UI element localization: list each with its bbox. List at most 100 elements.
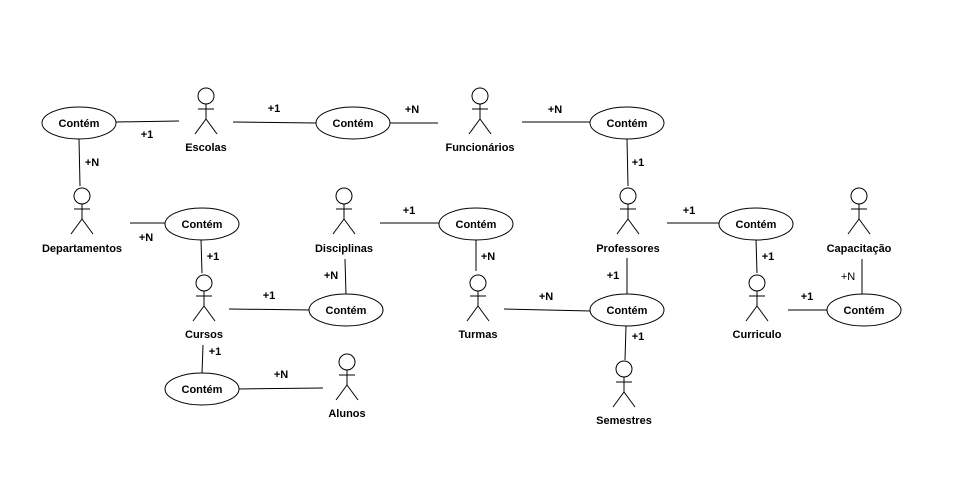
multiplicity-label: +1 (632, 157, 645, 169)
use-case-label: Contém (326, 305, 367, 317)
actor-label: Disciplinas (315, 243, 373, 255)
actor-label: Professores (596, 243, 660, 255)
actor-label: Funcionários (445, 142, 514, 154)
multiplicity-label: +1 (762, 251, 775, 263)
use-case-ellipse (164, 207, 240, 241)
use-case-ellipse (826, 293, 902, 327)
use-case-label: Contém (456, 219, 497, 231)
use-case-ellipse (308, 293, 384, 327)
use-case-ellipse (438, 207, 514, 241)
use-case-label: Contém (59, 118, 100, 130)
connector-line (232, 121, 317, 124)
use-case-label: Contém (182, 219, 223, 231)
use-case-contem[interactable]: Contém (438, 207, 514, 241)
actor-stick-figure-icon (194, 87, 218, 135)
use-case-contem[interactable]: Contém (826, 293, 902, 327)
connector-line (624, 325, 627, 361)
multiplicity-label: +1 (683, 205, 696, 217)
use-case-ellipse (589, 106, 665, 140)
actor-alunos[interactable]: Alunos (328, 353, 366, 420)
multiplicity-label: +N (324, 270, 338, 282)
use-case-contem[interactable]: Contém (164, 372, 240, 406)
use-case-label: Contém (844, 305, 885, 317)
actor-professores[interactable]: Professores (596, 187, 660, 255)
connector-line (344, 258, 347, 296)
multiplicity-label: +1 (607, 270, 620, 282)
use-case-label: Contém (736, 219, 777, 231)
use-case-ellipse (41, 106, 117, 140)
multiplicity-label: +N (274, 369, 288, 381)
use-case-contem[interactable]: Contém (315, 106, 391, 140)
connector-line (115, 120, 180, 123)
connector-line (237, 387, 324, 390)
connector-line (201, 344, 204, 375)
use-case-label: Contém (333, 118, 374, 130)
connector-lines (78, 120, 863, 390)
multiplicity-labels: +1 +N +1 +N +N +1 +N +1 +1 +1 +N +1 +N +1 +N +1 +N +1 +N +1… (85, 103, 855, 381)
actor-label: Turmas (459, 329, 498, 341)
actor-stick-figure-icon (616, 187, 640, 235)
actor-label: Capacitação (827, 243, 892, 255)
multiplicity-label: +1 (209, 346, 222, 358)
actor-stick-figure-icon (745, 274, 769, 322)
multiplicity-label: +1 (403, 205, 416, 217)
connector-line (228, 308, 311, 311)
use-case-label: Contém (182, 384, 223, 396)
actor-disciplinas[interactable]: Disciplinas (315, 187, 373, 255)
multiplicity-label: +N (841, 271, 855, 283)
actor-funcionarios[interactable]: Funcionários (445, 87, 515, 154)
use-case-contem[interactable]: Contém (589, 106, 665, 140)
actor-departamentos[interactable]: Departamentos (42, 187, 122, 255)
actor-stick-figure-icon (332, 187, 356, 235)
actor-label: Curriculo (733, 329, 782, 341)
multiplicity-label: +1 (263, 290, 276, 302)
connector-line (200, 238, 203, 274)
multiplicity-label: +N (548, 104, 562, 116)
actor-turmas[interactable]: Turmas (459, 274, 498, 341)
actor-label: Alunos (328, 408, 365, 420)
actor-curriculo[interactable]: Curriculo (733, 274, 782, 341)
use-case-ellipse (315, 106, 391, 140)
actor-stick-figure-icon (192, 274, 216, 322)
multiplicity-label: +N (139, 232, 153, 244)
actor-label: Semestres (596, 415, 652, 427)
actor-label: Cursos (185, 329, 223, 341)
use-case-contem[interactable]: Contém (718, 207, 794, 241)
connector-line (78, 138, 81, 187)
actor-label: Departamentos (42, 243, 122, 255)
actor-stick-figure-icon (335, 353, 359, 401)
actor-stick-figure-icon (612, 360, 636, 408)
actor-cursos[interactable]: Cursos (185, 274, 223, 341)
multiplicity-label: +N (539, 291, 553, 303)
use-case-label: Contém (607, 118, 648, 130)
actor-stick-figure-icon (847, 187, 871, 235)
use-case-label: Contém (607, 305, 648, 317)
actor-semestres[interactable]: Semestres (596, 360, 652, 427)
actor-stick-figure-icon (466, 274, 490, 322)
actor-capacitacao[interactable]: Capacitação (827, 187, 892, 255)
actor-stick-figure-icon (70, 187, 94, 235)
actor-label: Escolas (185, 142, 227, 154)
connector-line (503, 308, 592, 312)
connector-line (626, 138, 629, 187)
actor-escolas[interactable]: Escolas (185, 87, 227, 154)
actor-stick-figure-icon (468, 87, 492, 135)
multiplicity-label: +1 (801, 291, 814, 303)
multiplicity-label: +1 (141, 129, 154, 141)
use-case-contem[interactable]: Contém (308, 293, 384, 327)
multiplicity-label: +1 (268, 103, 281, 115)
multiplicity-label: +N (405, 104, 419, 116)
use-case-contem[interactable]: Contém (41, 106, 117, 140)
use-case-ellipse (718, 207, 794, 241)
use-case-contem[interactable]: Contém (164, 207, 240, 241)
use-case-ellipse (589, 293, 665, 327)
use-case-contem[interactable]: Contém (589, 293, 665, 327)
multiplicity-label: +N (481, 251, 495, 263)
multiplicity-label: +N (85, 157, 99, 169)
multiplicity-label: +1 (207, 251, 220, 263)
use-case-ellipse (164, 372, 240, 406)
multiplicity-label: +1 (632, 331, 645, 343)
